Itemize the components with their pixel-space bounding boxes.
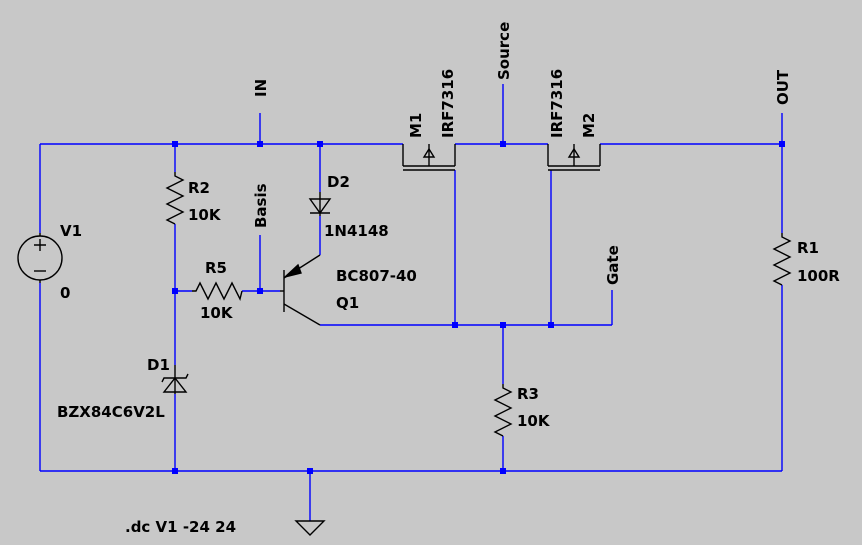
m2-name: M2: [580, 113, 598, 138]
junction-dot: [257, 288, 263, 294]
r2-name: R2: [188, 179, 210, 197]
net-label-source: Source: [495, 22, 513, 80]
d1-name: D1: [147, 356, 170, 374]
ground-symbol[interactable]: [294, 520, 326, 536]
resistor-r1[interactable]: [772, 233, 792, 286]
d1-value: BZX84C6V2L: [57, 403, 165, 421]
r5-value: 10K: [200, 304, 234, 322]
mosfet-m1[interactable]: [402, 144, 456, 171]
m2-value: IRF7316: [548, 69, 566, 138]
v1-value: 0: [60, 284, 70, 302]
junction-dot: [548, 322, 554, 328]
junction-dot: [452, 322, 458, 328]
net-label-basis: Basis: [252, 183, 270, 228]
junction-dot: [500, 141, 506, 147]
junction-dot: [257, 141, 263, 147]
r2-value: 10K: [188, 206, 222, 224]
d2-name: D2: [327, 173, 350, 191]
voltage-source-v1[interactable]: [17, 233, 63, 283]
r1-value: 100R: [797, 267, 840, 285]
transistor-q1[interactable]: [280, 254, 321, 326]
junctions: [172, 141, 785, 474]
m1-value: IRF7316: [439, 69, 457, 138]
junction-dot: [317, 141, 323, 147]
m1-name: M1: [407, 113, 425, 138]
junction-dot: [172, 468, 178, 474]
r5-name: R5: [205, 259, 227, 277]
junction-dot: [500, 322, 506, 328]
q1-value: BC807-40: [336, 267, 417, 285]
wires: [39, 84, 783, 521]
net-label-out: OUT: [774, 69, 792, 105]
q1-name: Q1: [336, 294, 359, 312]
net-label-gate: Gate: [604, 245, 622, 285]
junction-dot: [500, 468, 506, 474]
resistor-r5[interactable]: [192, 281, 243, 302]
resistor-r2[interactable]: [165, 172, 185, 225]
diode-d2[interactable]: [308, 192, 332, 216]
net-label-in: IN: [252, 79, 270, 97]
mosfet-m2[interactable]: [547, 144, 601, 171]
r1-name: R1: [797, 239, 819, 257]
v1-name: V1: [60, 222, 82, 240]
r3-name: R3: [517, 385, 539, 403]
spice-directive[interactable]: .dc V1 -24 24: [125, 518, 236, 536]
junction-dot: [172, 288, 178, 294]
junction-dot: [779, 141, 785, 147]
d2-value: 1N4148: [324, 222, 389, 240]
junction-dot: [172, 141, 178, 147]
resistor-r3[interactable]: [493, 384, 513, 437]
zener-diode-d1[interactable]: [161, 365, 189, 394]
r3-value: 10K: [517, 412, 551, 430]
junction-dot: [307, 468, 313, 474]
